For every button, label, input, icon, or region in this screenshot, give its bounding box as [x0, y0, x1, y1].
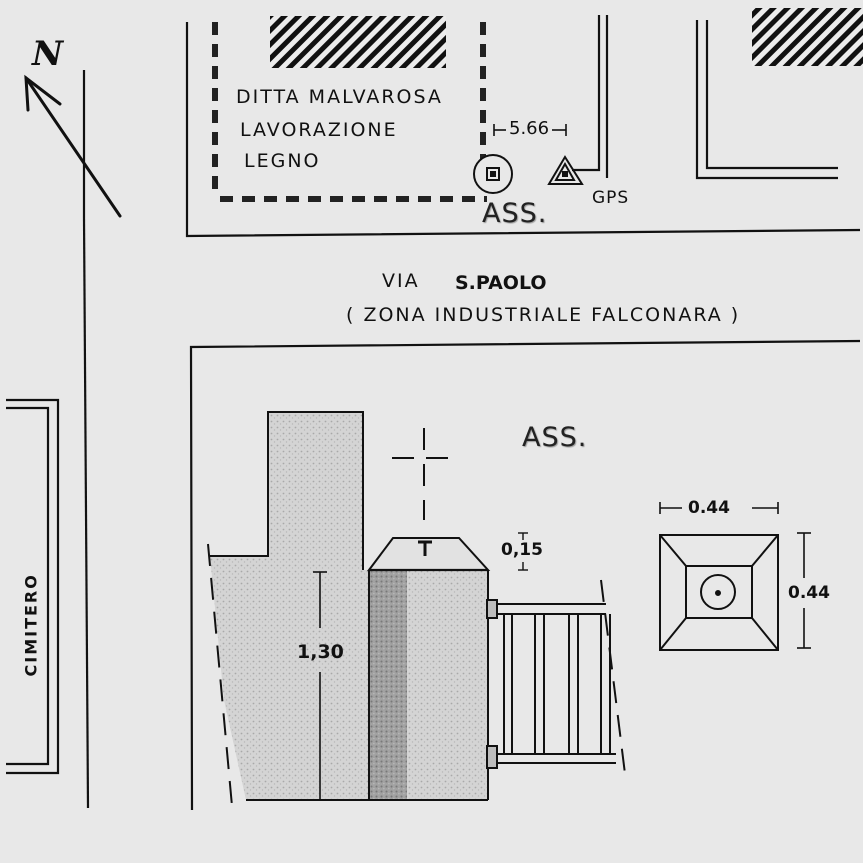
north-label: N	[32, 34, 64, 74]
dim-015-line	[518, 532, 528, 571]
street-prefix: VIA	[382, 270, 420, 292]
gps-label: GPS	[592, 188, 630, 208]
dimension-cap: 0,15	[501, 540, 543, 560]
firm-name-line3: LEGNO	[244, 150, 321, 172]
dimension-depth: 0.44	[788, 583, 830, 603]
dimension-566: 5.66	[509, 118, 550, 139]
gate	[486, 579, 627, 783]
north-arrow	[24, 74, 122, 218]
hatched-building-1	[270, 16, 446, 68]
upper-street-block	[82, 15, 861, 238]
dim-566-line	[493, 124, 567, 136]
ass-label-top: ASS.	[482, 198, 548, 229]
ass-label-bottom: ASS.	[522, 422, 588, 453]
center-cross	[392, 428, 458, 520]
cimitero-block	[6, 398, 60, 775]
hatched-building-2	[752, 8, 863, 66]
dim-130-line	[313, 571, 327, 800]
pillar-plan	[659, 534, 779, 651]
lower-street-block	[82, 217, 861, 811]
cimitero-label: CIMITERO	[21, 573, 41, 677]
street-zone: ( ZONA INDUSTRIALE FALCONARA )	[346, 304, 741, 326]
firm-fence	[212, 14, 487, 202]
gps-triangle-icon	[547, 155, 584, 185]
firm-name-line2: LAVORAZIONE	[240, 119, 398, 141]
dimension-width: 0.44	[688, 498, 730, 518]
wall-section	[207, 411, 370, 807]
boundary-pillar	[367, 537, 491, 801]
benchmark-circle	[473, 154, 513, 194]
firm-name-line1: DITTA MALVAROSA	[236, 86, 443, 108]
dimension-height: 1,30	[297, 641, 344, 663]
dim-plan-lines	[659, 502, 811, 649]
street-name: S.PAOLO	[455, 272, 547, 294]
